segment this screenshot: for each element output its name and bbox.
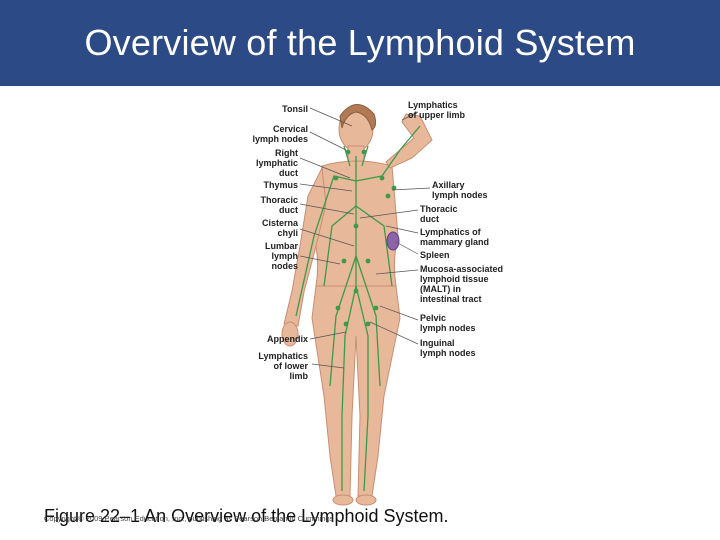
label-axillary-lymph-nodes: Axillary lymph nodes	[432, 180, 488, 200]
leader-lines	[299, 107, 431, 369]
label-lymphatics-upper-limb: Lymphatics of upper limb	[408, 100, 465, 120]
label-spleen: Spleen	[420, 250, 450, 260]
slide-title: Overview of the Lymphoid System	[84, 22, 636, 63]
label-tonsil: Tonsil	[282, 104, 308, 114]
label-pelvic-lymph-nodes: Pelvic lymph nodes	[420, 313, 476, 333]
copyright-text: Copyright © 2009 Pearson Education, Inc.…	[44, 514, 334, 523]
label-thoracic-duct-left: Thoracic duct	[260, 195, 298, 215]
label-malt: Mucosa-associated lymphoid tissue (MALT)…	[420, 264, 504, 304]
label-cisterna-chyli: Cisterna chyli	[261, 218, 298, 238]
label-lymphatics-mammary-gland: Lymphatics of mammary gland	[420, 227, 490, 247]
spleen-shape	[386, 231, 400, 251]
label-inguinal-lymph-nodes: Inguinal lymph nodes	[420, 338, 476, 358]
label-lymphatics-lower-limb: Lymphatics of lower limb	[258, 351, 308, 381]
label-appendix: Appendix	[266, 334, 308, 344]
lymph-vessels	[295, 125, 421, 492]
label-thoracic-duct-right: Thoracic duct	[420, 204, 458, 224]
title-bar: Overview of the Lymphoid System	[0, 0, 720, 86]
label-cervical-lymph-nodes: Cervical lymph nodes	[252, 124, 308, 144]
legs-shape	[311, 285, 401, 497]
lymph-nodes	[333, 149, 397, 327]
label-lumbar-lymph-nodes: Lumbar lymph nodes	[264, 241, 298, 271]
label-thymus: Thymus	[263, 180, 298, 190]
label-right-lymphatic-duct: Right lymphatic duct	[255, 148, 298, 178]
figure-caption: Figure 22–1 An Overview of the Lymphoid …	[44, 506, 449, 526]
lymphoid-figure: Tonsil Cervical lymph nodes Right lympha…	[0, 86, 720, 540]
body-illustration	[281, 104, 433, 506]
